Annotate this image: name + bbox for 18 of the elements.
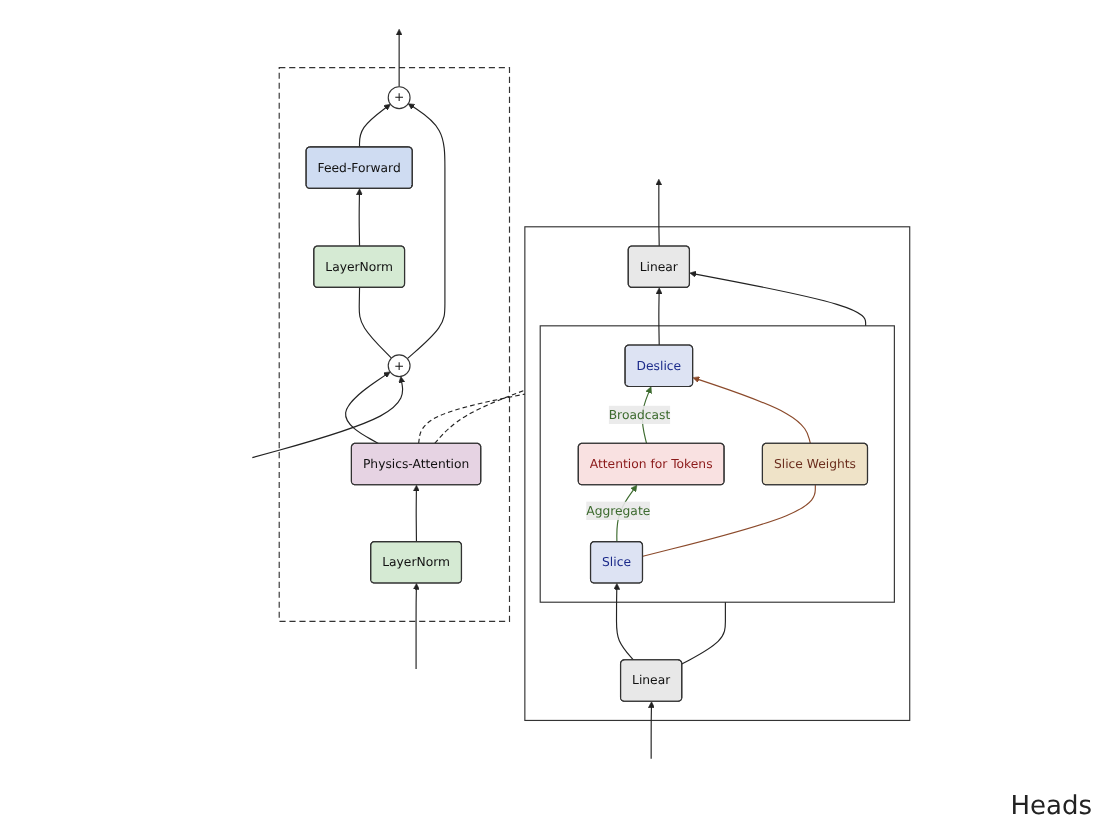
arrow [655, 178, 663, 247]
arrow [689, 270, 867, 327]
arrow [412, 583, 420, 670]
arrow [692, 376, 811, 445]
arrow [655, 287, 663, 346]
arrow [345, 371, 391, 445]
arrow [395, 28, 403, 88]
arrow [356, 188, 363, 247]
arrow [406, 103, 446, 360]
arrow [358, 103, 391, 148]
cluster [539, 325, 895, 603]
cluster [278, 67, 511, 622]
heads-label: Heads [1010, 792, 1092, 822]
arrow [251, 376, 406, 459]
cluster [524, 226, 911, 721]
arrow [613, 583, 635, 661]
arrow [648, 701, 655, 760]
arrow [413, 484, 420, 543]
